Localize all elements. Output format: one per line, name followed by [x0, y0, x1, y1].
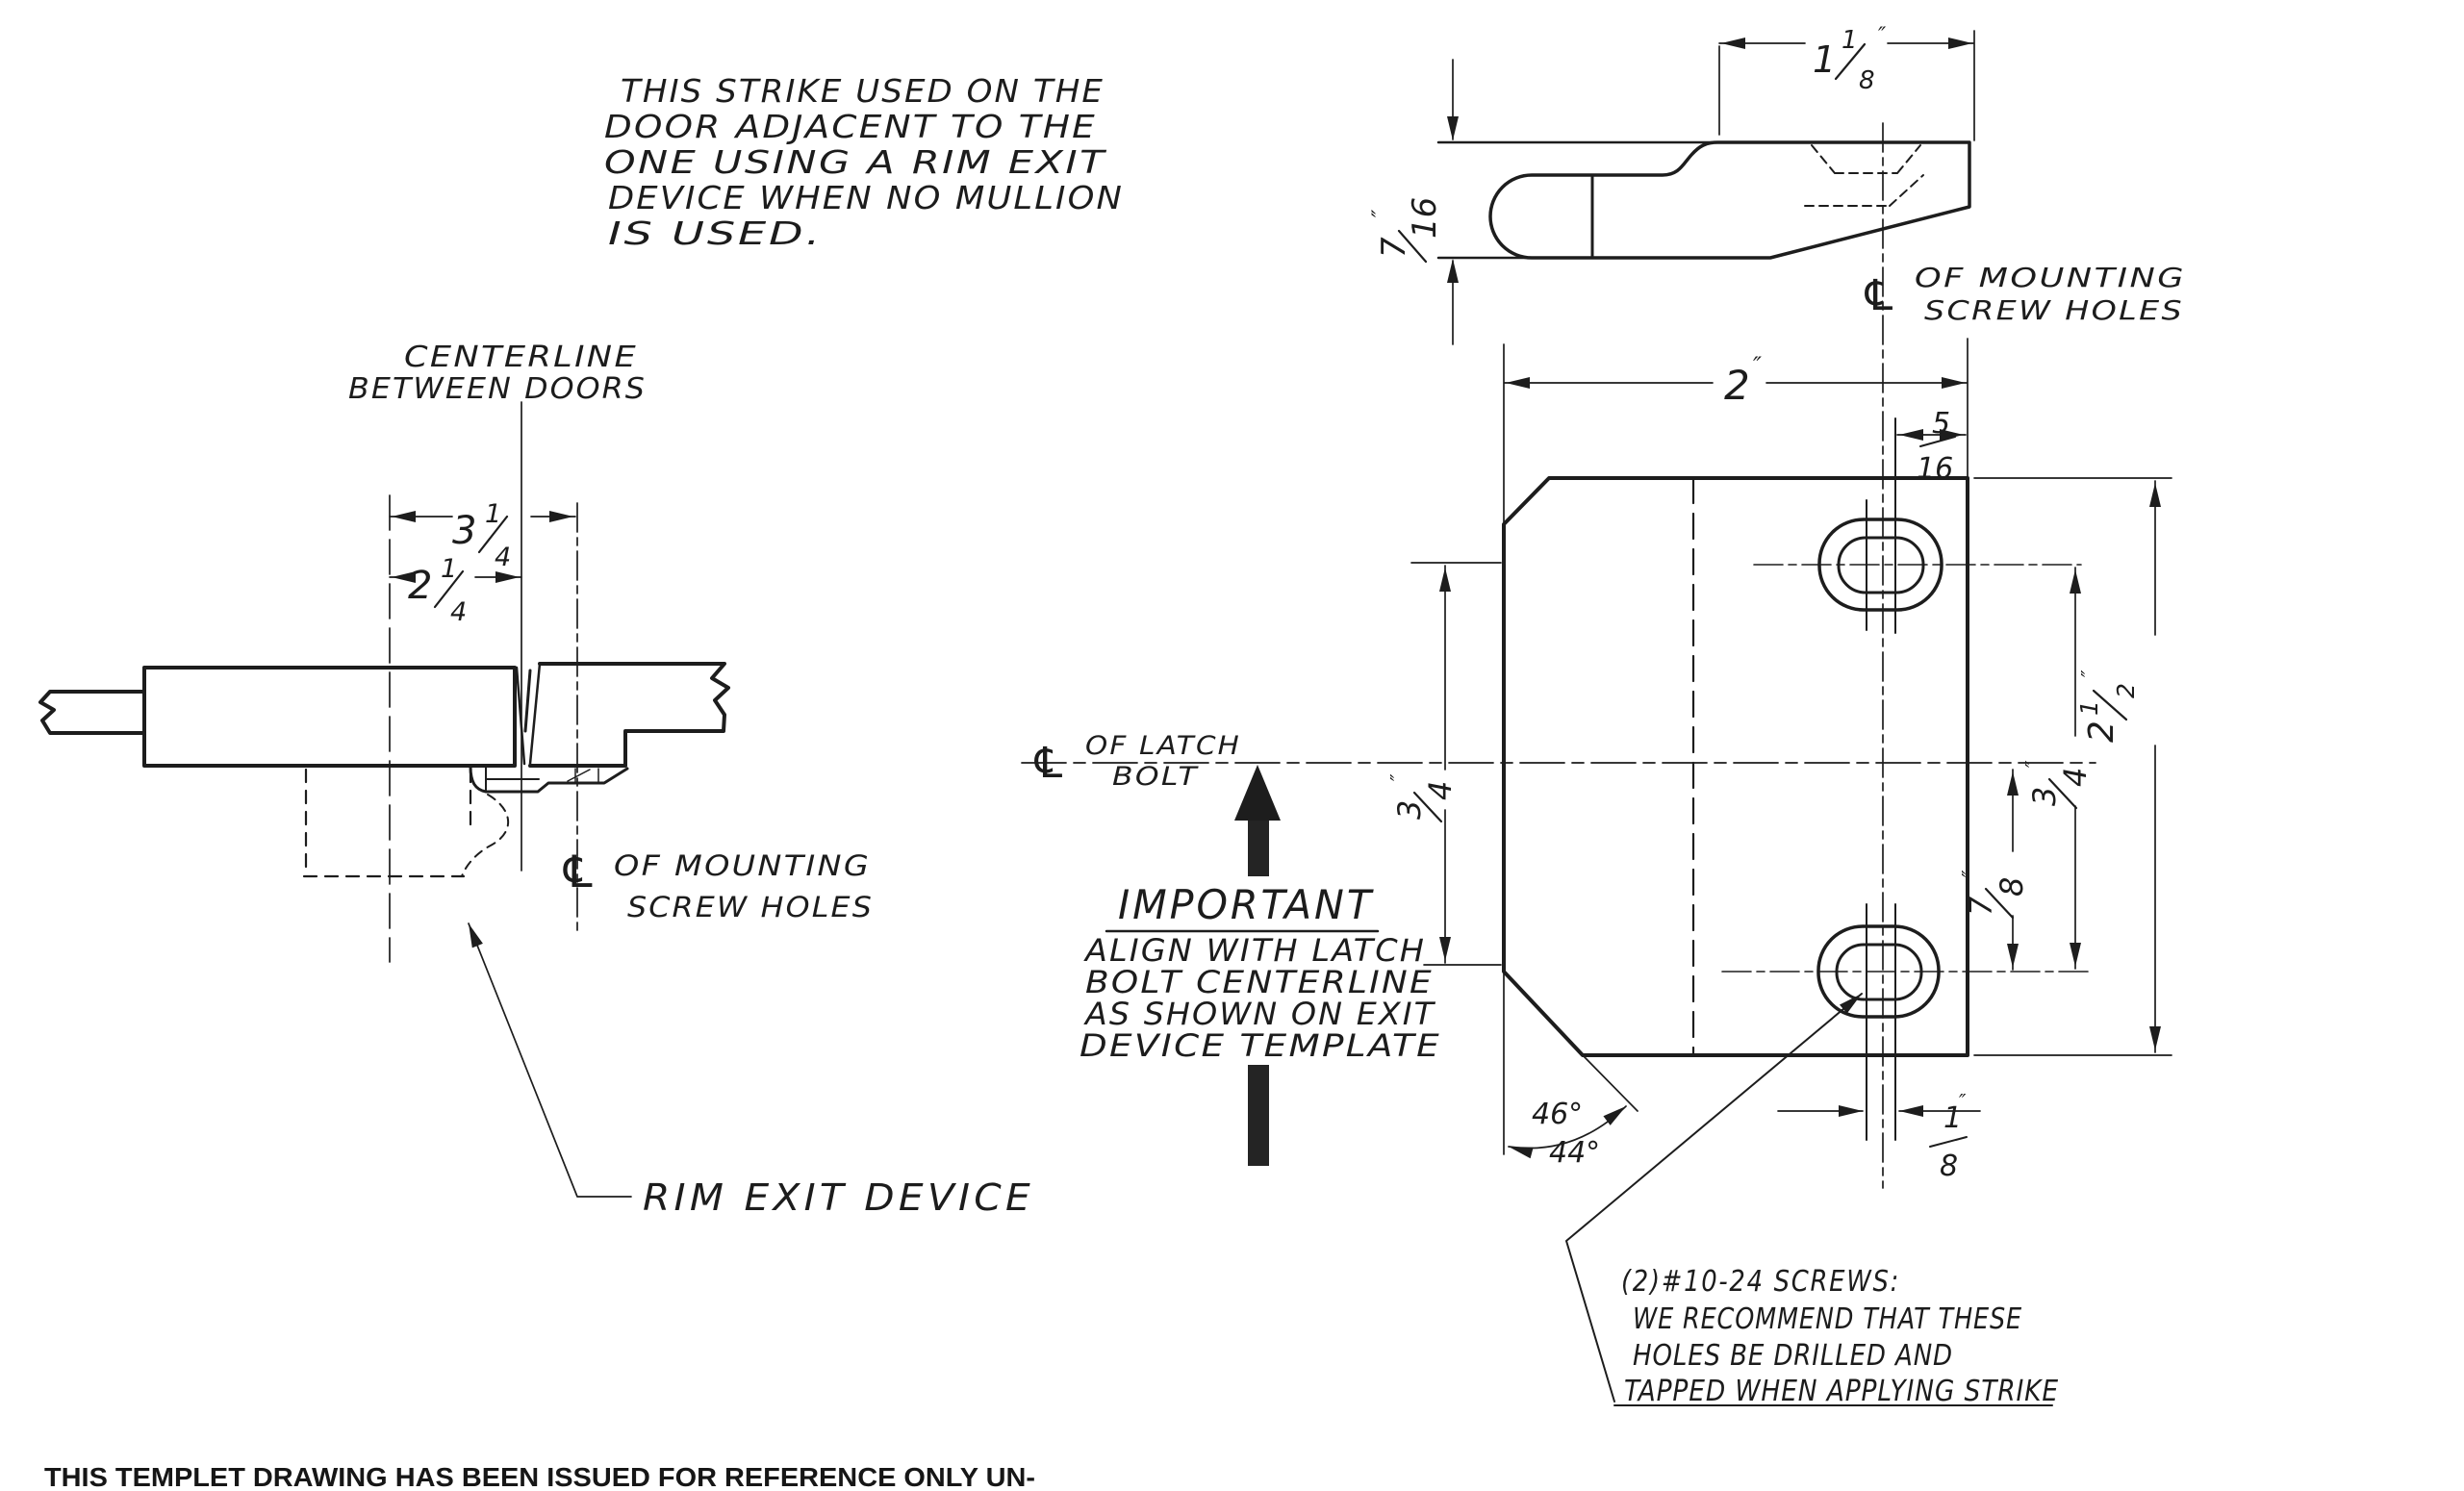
dim-3-4-right-den: 4 — [2057, 768, 2094, 787]
dim-1-1-8-den: 8 — [1859, 66, 1875, 95]
rim-exit-device-leader — [463, 921, 632, 1198]
exit-device-hidden-outline — [302, 768, 510, 878]
screw-note-line4: TAPPED WHEN APPLYING STRIKE — [1624, 1375, 2059, 1408]
latch-label-line2: BOLT — [1112, 762, 1200, 792]
dim-2-1-2-unit: ″ — [2077, 670, 2100, 677]
side-view-profile — [1488, 140, 1971, 260]
align-note-line4: DEVICE TEMPLATE — [1080, 1027, 1441, 1064]
dim-2-1-2: 2 1 2 ″ — [1973, 477, 2172, 1056]
dim-2-1-4-whole: 2 — [408, 564, 432, 608]
left-view: CENTERLINE BETWEEN DOORS 3 1 4 2 1 4 — [38, 341, 1034, 1219]
dim-3-4-right-unit: ″ — [2021, 760, 2045, 768]
align-note-line1: ALIGN WITH LATCH — [1083, 932, 1426, 969]
dim-3-4-left-num: 3 — [1391, 800, 1428, 820]
hole-centerlines — [1721, 564, 2089, 973]
dim-2-1-4-den: 4 — [450, 597, 467, 627]
side-view: 7 16 ″ 1 1 8 ″ — [1369, 24, 1975, 345]
mounting-label-left-line1: OF MOUNTING — [614, 849, 871, 882]
screw-note: (2)#10-24 SCREWS: WE RECOMMEND THAT THES… — [1621, 1265, 2059, 1408]
hole-centerline-left-extensions — [1410, 562, 1502, 966]
door-left — [38, 666, 517, 768]
align-note-line2: BOLT CENTERLINE — [1085, 964, 1434, 1000]
dim-2-1-4: 2 1 4 — [389, 554, 522, 627]
dim-2-1-4-num: 1 — [441, 554, 457, 584]
dim-2in-unit: ″ — [1753, 352, 1762, 379]
mounting-label-right-line1: OF MOUNTING — [1915, 262, 2186, 293]
usage-note-line2: DOOR ADJACENT TO THE — [604, 108, 1097, 145]
dim-2-1-2-den: 2 — [2112, 683, 2140, 698]
dim-3-4-right-num: 3 — [2026, 787, 2063, 806]
latch-bolt-label: ℄ OF LATCH BOLT — [1029, 731, 1241, 792]
dim-7-16-num: 7 — [1375, 237, 1413, 258]
dim-3-1-4-den: 4 — [495, 543, 511, 572]
dim-7-8: 7 8 ″ — [1958, 769, 2030, 971]
dim-7-16: 7 16 ″ — [1369, 59, 1459, 345]
usage-note: THIS STRIKE USED ON THE DOOR ADJACENT TO… — [604, 72, 1124, 252]
dim-7-16-den: 16 — [1406, 197, 1444, 239]
dim-3-4-left: 3 4 ″ — [1386, 565, 1459, 964]
dim-1-1-8-num: 1 — [1842, 26, 1858, 55]
dim-7-16-unit: ″ — [1369, 209, 1393, 217]
centerline-symbol: ℄ — [558, 846, 597, 897]
dim-5-16-num: 5 — [1932, 407, 1950, 441]
dim-3-1-4-num: 1 — [485, 499, 501, 529]
latch-label-line1: OF LATCH — [1085, 731, 1241, 761]
screw-note-line3: HOLES BE DRILLED AND — [1633, 1339, 1953, 1373]
dim-5-16-den: 16 — [1917, 452, 1953, 486]
hole-construction-lines — [1866, 417, 1896, 1141]
countersink-hidden-lines — [1804, 144, 1924, 207]
align-note: IMPORTANT ALIGN WITH LATCH BOLT CENTERLI… — [1080, 881, 1441, 1064]
dim-7-8-num: 7 — [1963, 896, 1999, 916]
strike-swing-hidden-arc — [461, 794, 510, 877]
centerline-symbol-right: ℄ — [1860, 271, 1897, 320]
door-right — [528, 662, 730, 768]
dim-3-1-4: 3 1 4 — [389, 499, 576, 572]
dim-2in-whole: 2 — [1724, 362, 1750, 409]
usage-note-line4: DEVICE WHEN NO MULLION — [608, 179, 1124, 216]
align-note-line3: AS SHOWN ON EXIT — [1083, 996, 1436, 1032]
plate-view: ℄ OF MOUNTING SCREW HOLES ℄ OF LATCH BO — [1021, 122, 2186, 1408]
usage-note-line5: IS USED. — [608, 215, 823, 252]
side-view-extension-ticks — [1436, 140, 1716, 260]
door-gap-wedge — [515, 662, 542, 766]
dim-7-8-unit: ″ — [1958, 870, 1981, 877]
dim-3-1-4-whole: 3 — [452, 509, 476, 553]
dim-1-8-num: 1 — [1943, 1101, 1962, 1135]
centerline-between-doors-label-line2: BETWEEN DOORS — [348, 372, 647, 406]
dim-1-1-8: 1 1 8 ″ — [1718, 24, 1975, 141]
angle-lower-label: 44° — [1549, 1136, 1600, 1170]
footer-note: THIS TEMPLET DRAWING HAS BEEN ISSUED FOR… — [44, 1462, 1035, 1491]
dim-7-8-den: 8 — [1994, 877, 2030, 897]
dim-1-1-8-unit: ″ — [1878, 24, 1887, 48]
mounting-screw-holes-label-left: ℄ OF MOUNTING SCREW HOLES — [558, 846, 874, 923]
dim-1-8-unit: ″ — [1959, 1090, 1967, 1113]
dim-2in: 2 ″ — [1503, 338, 1969, 523]
dim-1-1-8-whole: 1 — [1813, 38, 1836, 81]
mounting-screw-holes-label-right: ℄ OF MOUNTING SCREW HOLES — [1860, 262, 2186, 326]
strike-section — [469, 765, 629, 794]
angle-upper-label: 46° — [1532, 1098, 1583, 1131]
usage-note-line3: ONE USING A RIM EXIT — [604, 143, 1107, 181]
dim-3-4-left-unit: ″ — [1386, 773, 1410, 781]
mounting-label-right-line2: SCREW HOLES — [1924, 294, 2184, 326]
screw-note-line2: WE RECOMMEND THAT THESE — [1633, 1302, 2022, 1336]
important-arrow — [1234, 765, 1281, 1166]
dim-2-1-2-whole: 2 — [2082, 720, 2121, 743]
dim-2-1-2-num: 1 — [2075, 700, 2103, 716]
centerline-symbol-latch: ℄ — [1029, 739, 1067, 788]
dim-1-8: 1 ″ 8 — [1777, 1090, 1981, 1183]
screw-note-line1: (2)#10-24 SCREWS: — [1621, 1265, 1900, 1299]
dim-3-4-left-den: 4 — [1422, 781, 1459, 800]
dim-3-4-right: 3 4 ″ — [2021, 567, 2094, 970]
usage-note-line1: THIS STRIKE USED ON THE — [621, 72, 1105, 110]
dim-1-8-den: 8 — [1940, 1150, 1958, 1183]
important-heading: IMPORTANT — [1118, 881, 1374, 928]
screw-note-leader — [1565, 989, 2053, 1406]
mounting-label-left-line2: SCREW HOLES — [627, 891, 874, 923]
dim-5-16: 5 16 — [1896, 407, 1967, 486]
centerline-between-doors-label-line1: CENTERLINE — [404, 341, 638, 374]
angle-dim: 46° 44° — [1503, 973, 1638, 1170]
rim-exit-device-label: RIM EXIT DEVICE — [643, 1176, 1034, 1219]
